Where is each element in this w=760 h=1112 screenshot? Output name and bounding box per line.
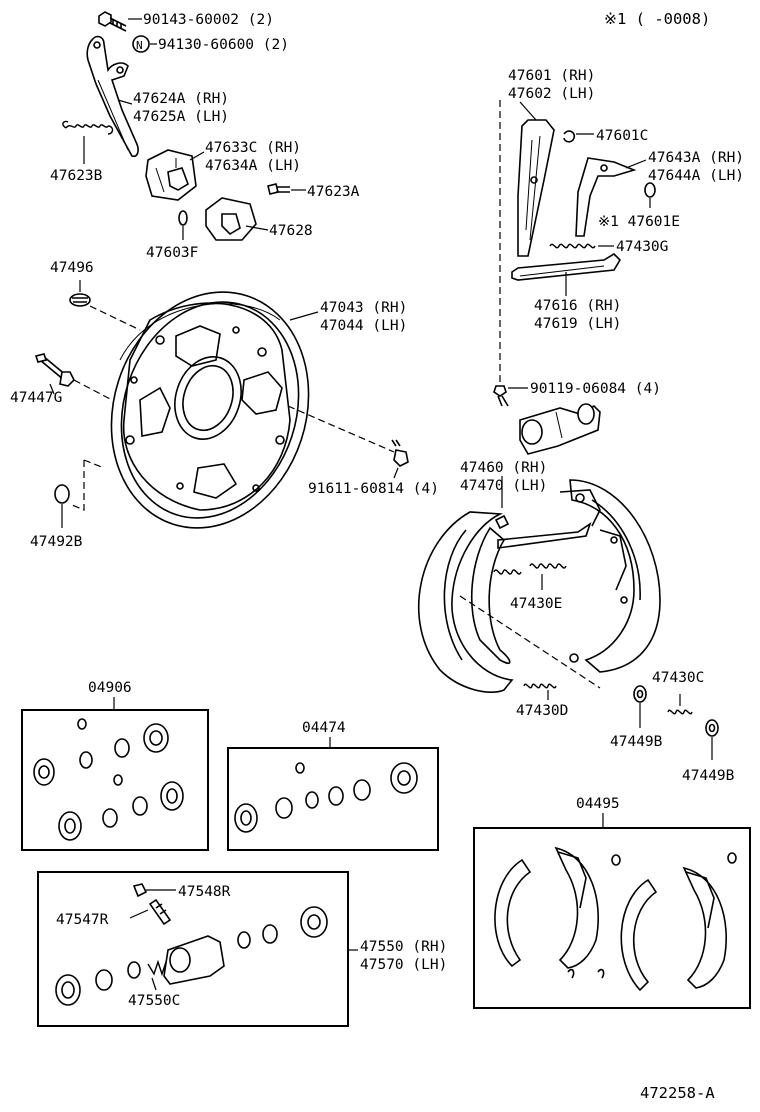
bleeder-47548r-icon[interactable]: [132, 883, 148, 898]
svg-text:N: N: [136, 39, 143, 52]
label-04906: 04906: [88, 680, 132, 696]
label-47601e: ※1 47601E: [598, 214, 680, 230]
cup-47449b-2-icon[interactable]: [705, 719, 719, 737]
kit-04906-parts-icon[interactable]: [33, 718, 184, 841]
label-47643a-rh: 47643A (RH): [648, 150, 744, 166]
lever-47643a-icon[interactable]: [575, 157, 637, 237]
adjuster-cover-47633c-icon[interactable]: [145, 149, 197, 201]
bolt-icon[interactable]: [98, 11, 127, 32]
label-47623a: 47623A: [307, 184, 360, 200]
bleeder-screw-47547r-icon[interactable]: [148, 898, 172, 926]
wheel-cylinder-47460-icon[interactable]: [519, 403, 601, 455]
label-47430e: 47430E: [510, 596, 562, 612]
kit-04906-box: [21, 709, 209, 851]
label-47044-lh: 47044 (LH): [320, 318, 407, 334]
label-47624a-rh: 47624A (RH): [133, 91, 229, 107]
label-47547r: 47547R: [56, 912, 109, 928]
label-47644a-lh: 47644A (LH): [648, 168, 744, 184]
plug-47492b-icon[interactable]: [54, 484, 70, 504]
label-47492b: 47492B: [30, 534, 83, 550]
label-47628: 47628: [269, 223, 313, 239]
cup-47449b-icon[interactable]: [633, 685, 647, 703]
label-47449b-1: 47449B: [610, 734, 663, 750]
bleeder-90119-icon[interactable]: [493, 385, 509, 407]
strut-lever-47601-icon[interactable]: [517, 119, 555, 257]
washer-n-icon[interactable]: N: [132, 35, 150, 53]
brake-shoe-assembly-icon[interactable]: [418, 479, 661, 693]
clip-47603f-icon[interactable]: [178, 210, 188, 226]
backing-plate-icon[interactable]: [82, 266, 339, 554]
wheel-cylinder-47550-icon[interactable]: [55, 906, 328, 1006]
kit-04495-box: [473, 827, 751, 1009]
label-47430g: 47430G: [616, 239, 668, 255]
label-47625a-lh: 47625A (LH): [133, 109, 229, 125]
clip-47601c-icon[interactable]: [563, 130, 576, 143]
label-47496: 47496: [50, 260, 94, 276]
label-47550-rh: 47550 (RH): [360, 939, 447, 955]
label-47550c: 47550C: [128, 993, 180, 1009]
label-04474: 04474: [302, 720, 346, 736]
bolt-47447g-icon[interactable]: [34, 353, 75, 387]
label-47043-rh: 47043 (RH): [320, 300, 407, 316]
spring-47430c-icon[interactable]: [667, 709, 693, 715]
label-47570-lh: 47570 (LH): [360, 957, 447, 973]
spring-47430g-icon[interactable]: [549, 243, 596, 249]
spring-47430e-icon[interactable]: [493, 563, 567, 575]
applicability-note: ※1 ( -0008): [604, 10, 710, 28]
label-47548r: 47548R: [178, 884, 231, 900]
label-47633c-rh: 47633C (RH): [205, 140, 301, 156]
label-47603f: 47603F: [146, 245, 198, 261]
washer-47601e-icon[interactable]: [644, 182, 656, 198]
label-04495: 04495: [576, 796, 620, 812]
label-47623b: 47623B: [50, 168, 103, 184]
kit-04474-parts-icon[interactable]: [234, 762, 418, 833]
label-90143-60002: 90143-60002 (2): [143, 12, 274, 28]
parking-brake-lever-icon[interactable]: [86, 35, 139, 158]
label-91611-60814: 91611-60814 (4): [308, 481, 439, 497]
plug-47496-icon[interactable]: [69, 293, 91, 307]
boot-47628-icon[interactable]: [205, 197, 257, 241]
label-47601-rh: 47601 (RH): [508, 68, 595, 84]
label-47460-rh: 47460 (RH): [460, 460, 547, 476]
label-47449b-2: 47449B: [682, 768, 735, 784]
label-47470-lh: 47470 (LH): [460, 478, 547, 494]
strut-47616-icon[interactable]: [511, 252, 622, 281]
bolt-91611-icon[interactable]: [391, 439, 409, 467]
label-47602-lh: 47602 (LH): [508, 86, 595, 102]
kit-04474-box: [227, 747, 439, 851]
figure-code: 472258-A: [640, 1084, 715, 1102]
label-47601c: 47601C: [596, 128, 648, 144]
spring-47623b-icon[interactable]: [62, 120, 114, 135]
label-47634a-lh: 47634A (LH): [205, 158, 301, 174]
label-47430c: 47430C: [652, 670, 704, 686]
bolt-47623a-icon[interactable]: [267, 183, 290, 195]
label-47447g: 47447G: [10, 390, 62, 406]
kit-04495-shoes-icon[interactable]: [494, 846, 737, 992]
label-90119-06084: 90119-06084 (4): [530, 381, 661, 397]
label-94130-60600: 94130-60600 (2): [158, 37, 289, 53]
spring-47430d-icon[interactable]: [523, 683, 557, 689]
wheel-cylinder-box: [37, 871, 349, 1027]
label-47616-rh: 47616 (RH): [534, 298, 621, 314]
label-47430d: 47430D: [516, 703, 568, 719]
label-47619-lh: 47619 (LH): [534, 316, 621, 332]
